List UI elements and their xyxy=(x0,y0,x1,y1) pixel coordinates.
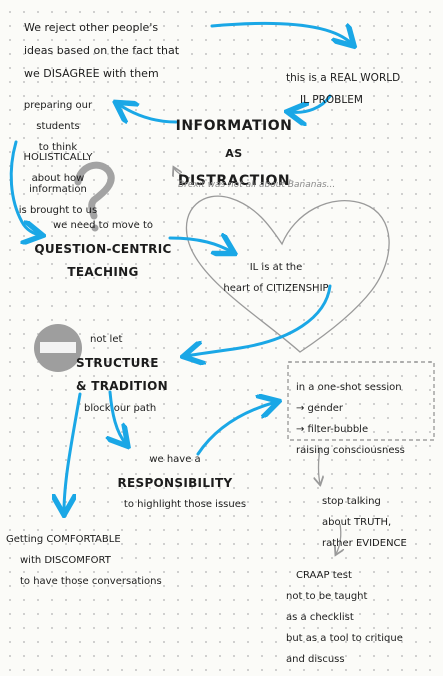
note-truth-line-2: about TRUTH, xyxy=(322,516,392,528)
note-real-world-line-1: this is a REAL WORLD xyxy=(286,72,401,85)
question-mark-sketch xyxy=(74,161,115,232)
gray-arrow-brexit xyxy=(174,168,191,179)
arrow-question-to-heart xyxy=(168,238,232,252)
arrow-real-world-to-info xyxy=(290,94,332,112)
note-structure-tradition: not let STRUCTURE & TRADITION block our … xyxy=(76,324,186,425)
note-comfortable-line-2: with DISCOMFORT xyxy=(20,554,111,566)
note-question-line-2: QUESTION-CENTRIC xyxy=(34,241,172,256)
note-truth-line-1: stop talking xyxy=(322,495,381,507)
note-reject-ideas: We reject other people's ideas based on … xyxy=(24,10,179,91)
note-one-shot-line-3: → filter-bubble xyxy=(296,423,369,435)
note-comfortable-discomfort: Getting COMFORTABLE with DISCOMFORT to h… xyxy=(6,524,206,598)
note-info-line-3: DISTRACTION xyxy=(177,173,291,190)
note-question-line-1: we need to move to xyxy=(52,220,154,232)
note-comfortable-line-1: Getting COMFORTABLE xyxy=(6,533,121,545)
note-il-heart-line-2: heart of CITIZENSHIP xyxy=(223,282,329,294)
no-entry-sign-sketch xyxy=(34,324,82,372)
arrow-info-to-preparing xyxy=(118,104,178,122)
note-one-shot-line-2: → gender xyxy=(296,402,344,414)
arrow-structure-to-comfortable xyxy=(64,392,82,512)
note-reject-line-3: we DISAGREE with them xyxy=(24,66,159,80)
note-preparing-line-3: to think HOLISTICALLY xyxy=(23,141,93,163)
note-info-line-2: AS xyxy=(225,147,243,161)
note-preparing-line-1: preparing our xyxy=(23,99,93,111)
note-preparing-line-2: students xyxy=(36,120,80,132)
arrow-preparing-to-question xyxy=(9,140,40,235)
note-il-heart-line-1: IL is at the xyxy=(249,261,303,273)
note-craap-line-5: and discuss xyxy=(286,653,345,665)
note-responsibility-line-2: RESPONSIBILITY xyxy=(117,475,233,490)
note-information-as-distraction: INFORMATION AS DISTRACTION xyxy=(168,104,300,204)
heart-sketch xyxy=(185,195,390,353)
one-shot-dashed-box xyxy=(287,361,435,441)
note-reject-line-2: ideas based on the fact that xyxy=(24,43,180,57)
note-craap-line-3: as a checklist xyxy=(286,611,354,623)
note-craap-line-2: not to be taught xyxy=(286,590,368,602)
note-question-centric: we need to move to QUESTION-CENTRIC TEAC… xyxy=(28,210,178,290)
note-structure-line-4: block our path xyxy=(84,402,157,414)
gray-arrow-truth-to-craap xyxy=(336,523,341,554)
note-structure-line-3: & TRADITION xyxy=(76,379,168,394)
note-preparing-students: preparing our students to think HOLISTIC… xyxy=(4,90,112,227)
note-craap-line-1: CRAAP test xyxy=(296,569,352,581)
note-one-shot-line-1: in a one-shot session xyxy=(296,381,402,393)
sketchnote-diagram xyxy=(9,21,435,640)
note-info-line-1: INFORMATION xyxy=(175,117,293,134)
note-real-world: this is a REAL WORLD IL PROBLEM xyxy=(286,62,400,117)
note-truth-evidence: stop talking about TRUTH, rather EVIDENC… xyxy=(322,486,438,560)
note-il-heart: IL is at the heart of CITIZENSHIP xyxy=(206,252,346,305)
note-brexit-text: Brexit was not all about Bananas... xyxy=(178,180,336,191)
arrow-responsibility-to-one-shot xyxy=(196,402,276,456)
note-responsibility-line-1: we have a xyxy=(149,454,201,466)
arrow-reject-to-real-world xyxy=(210,21,352,44)
arrow-structure-to-responsibility xyxy=(110,390,126,444)
note-structure-line-2: STRUCTURE xyxy=(76,355,159,370)
note-responsibility-line-3: to highlight those issues xyxy=(123,499,247,511)
note-real-world-line-2: IL PROBLEM xyxy=(300,94,363,107)
note-craap-test: CRAAP test not to be taught as a checkli… xyxy=(286,560,436,676)
note-structure-line-1: not let xyxy=(90,334,123,346)
note-brexit: Brexit was not all about Bananas... xyxy=(178,172,335,200)
note-craap-line-4: but as a tool to critique xyxy=(286,632,403,644)
gray-arrow-one-shot-to-truth xyxy=(319,447,321,484)
note-responsibility: we have a RESPONSIBILITY to highlight th… xyxy=(100,444,250,522)
note-question-line-3: TEACHING xyxy=(67,265,139,280)
arrow-heart-to-structure xyxy=(186,284,332,356)
note-one-shot-line-4: raising consciousness xyxy=(296,444,405,456)
note-reject-line-1: We reject other people's xyxy=(24,20,159,34)
note-one-shot-session: in a one-shot session → gender → filter-… xyxy=(296,372,432,467)
note-truth-line-3: rather EVIDENCE xyxy=(322,537,407,549)
note-preparing-line-4: about how information xyxy=(29,173,87,195)
note-comfortable-line-3: to have those conversations xyxy=(20,575,162,587)
note-preparing-line-5: is brought to us xyxy=(18,204,98,216)
